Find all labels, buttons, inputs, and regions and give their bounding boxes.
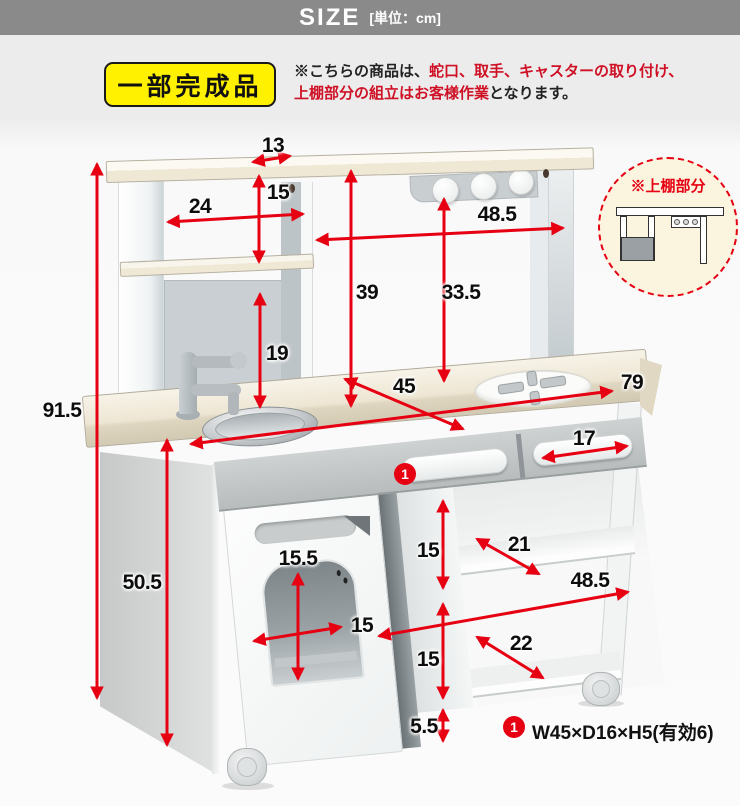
inset-right-leg [700,216,707,264]
dim-label-shelf-space-1: 15 [416,539,440,562]
caster-left-wheel [227,748,267,786]
footnote-drawer-size: W45×D16×H5(有効6) [532,723,714,744]
stove-knob [529,390,541,406]
oven-handle-slot [253,514,358,545]
kitchen-illustration: 1 [0,120,740,806]
oven-window [259,556,365,688]
inset-knob [674,219,680,225]
dim-label-total-height: 91.5 [42,399,82,422]
dim-label-handle-width: 17 [572,427,596,450]
inset-storage-box [621,237,654,261]
cabinet-front-corner [212,464,222,774]
dim-label-counter-depth: 45 [392,375,416,398]
dim-label-oven-window-height: 15.5 [278,547,318,570]
stove-knob [526,370,538,387]
oven-door [222,483,404,767]
size-header-banner: SIZE [単位：cm] [0,0,740,35]
footnote-marker-1-badge: 1 [503,716,525,738]
dim-label-shelf-inner-width: 48.5 [570,569,610,592]
dim-label-shelf-depth-2: 22 [509,632,533,655]
size-unit-note: [単位：cm] [369,9,441,26]
faucet-lever-tip [230,352,247,369]
hook-knob [508,169,534,195]
dim-label-hook-height: 33.5 [441,281,481,304]
countertop-side-edge [640,358,662,416]
dim-label-left-shelf-width: 24 [188,195,212,218]
inset-knob [692,219,698,225]
dim-label-upper-height: 39 [355,281,379,304]
caster-hub [237,757,257,777]
oven-hinge-dot [343,577,348,584]
dim-label-upper-inner-width: 48.5 [477,203,517,226]
dim-label-oven-window-width: 15 [350,614,374,637]
dim-label-mid-shelf-height: 19 [265,342,289,365]
inset-top-board [616,207,724,216]
oven-hinge-dot [336,569,342,577]
hutch-mid-divider [281,182,301,394]
dim-label-top-shelf-height: 15 [266,181,290,204]
partially-assembled-badge: 一部完成品 [104,62,276,107]
screw-hole [289,184,295,193]
faucet-lever [192,356,238,368]
hook-knob [470,173,497,200]
oven-window-shelf-line [274,650,358,668]
faucet-nozzle [228,392,239,415]
upper-shelf-inset: ※上棚部分 [598,157,738,297]
dim-label-caster-clearance: 5.5 [410,715,438,738]
hook-knob [432,177,459,204]
dim-label-counter-width: 79 [620,371,644,394]
notice-line2-red: 上棚部分の組立はお客様作業 [294,85,490,102]
upper-shelf-inset-label: ※上棚部分 [630,178,706,195]
caster-shadow [222,782,274,790]
size-title: SIZE [299,3,361,31]
dim-label-cabinet-height: 50.5 [122,571,162,594]
hutch-right-post-inner [530,164,548,370]
cabinet-side-panel [100,452,216,774]
screw-hole [543,169,549,178]
dim-label-shelf-depth-1: 21 [507,533,531,556]
caster-hub [592,680,610,698]
notice-line1-black: ※こちらの商品は、 [294,63,430,80]
hutch-mid-divider-edge [301,182,313,394]
inset-knob-rail [671,216,701,228]
inset-knob [683,219,689,225]
drawer-gap [515,433,526,479]
drawer-marker-1-badge: 1 [394,463,416,485]
assembly-notice: ※こちらの商品は、蛇口、取手、キャスターの取り付け、 上棚部分の組立はお客様作業… [294,61,726,105]
faucet-base [176,409,200,420]
caster-right-wheel [582,672,620,706]
hutch-right-post [548,158,574,370]
notice-line2-black: となります。 [489,85,578,102]
dim-label-shelf-space-2: 15 [416,648,440,671]
notice-line1-red: 蛇口、取手、キャスターの取り付け、 [429,63,684,80]
dim-label-top-depth: 13 [261,134,285,157]
